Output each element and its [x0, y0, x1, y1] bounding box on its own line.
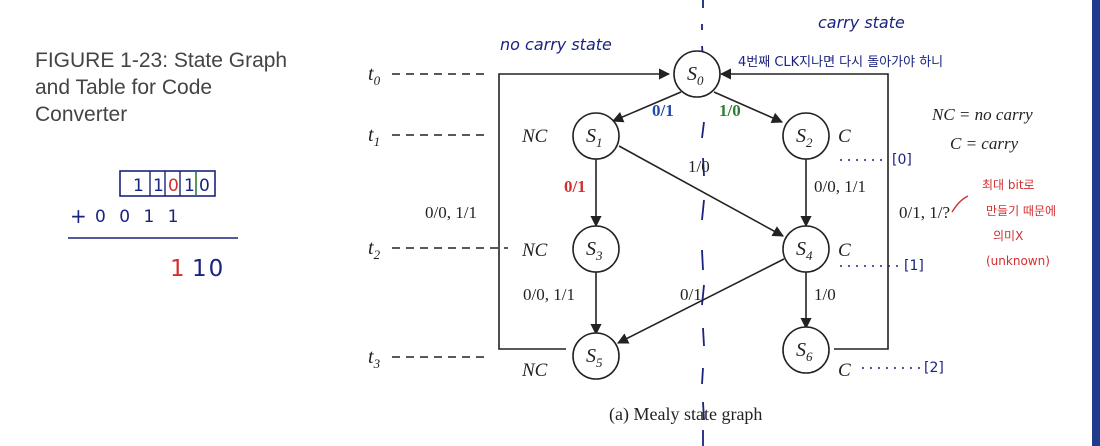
time-labels: t0 t1 t2 t3 — [368, 63, 508, 371]
divider-line — [701, 0, 705, 446]
edge-s5-s0 — [498, 68, 671, 350]
edge-s0-s1 — [611, 91, 682, 123]
edge-label-s5-s0: 0/0, 1/1 — [425, 203, 477, 222]
note-korean-right-2: 만들기 때문에 — [986, 204, 1056, 218]
state-label-s3: S3 — [586, 238, 603, 263]
note-korean-right-3: 의미X — [993, 229, 1023, 243]
state-label-s5: S5 — [586, 345, 603, 370]
edge-label-s4-s5: 0/1 — [680, 285, 702, 304]
state-label-s2: S2 — [796, 125, 813, 150]
note-korean-right-1: 최대 bit로 — [982, 178, 1035, 192]
edge-labels: 0/1 1/0 0/1 1/0 0/0, 1/1 0/0, 1/1 0/1 1/… — [425, 101, 950, 304]
state-nodes — [572, 50, 830, 380]
edge-s4-s5 — [617, 258, 785, 344]
edge-label-s2-s4: 0/0, 1/1 — [814, 177, 866, 196]
time-label-t1: t1 — [368, 124, 380, 149]
edge-label-s0-s1: 0/1 — [652, 101, 674, 120]
edge-label-s3-s5: 0/0, 1/1 — [523, 285, 575, 304]
state-tag-s3: NC — [521, 240, 548, 261]
legend-carry: C = carry — [950, 134, 1019, 153]
state-tags: NC C NC C NC C — [521, 126, 851, 381]
sum-result-bits: 10 — [192, 256, 225, 282]
edge-label-s0-s2: 1/0 — [719, 101, 741, 120]
edge-label-s1-s3: 0/1 — [564, 177, 586, 196]
sum-top-digit-1: 1 — [133, 176, 144, 196]
window-edge — [1092, 0, 1100, 446]
edge-label-s4-s6: 1/0 — [814, 285, 836, 304]
note-no-carry-state: no carry state — [500, 35, 612, 54]
bracket-1: [1] — [904, 258, 924, 274]
sum-top-digit-4: 1 — [184, 176, 195, 196]
state-s1 — [572, 112, 620, 160]
note-carry-state: carry state — [818, 13, 905, 32]
sum-box — [119, 170, 216, 197]
figure-title: FIGURE 1-23: State Graph and Table for C… — [35, 47, 335, 128]
edge-label-s6-s0: 0/1, 1/? — [899, 203, 950, 222]
note-korean-top: 4번째 CLK지나면 다시 돌아가야 하니 — [738, 55, 943, 70]
bracket-2: [2] — [924, 360, 944, 376]
time-label-t3: t3 — [368, 346, 381, 371]
handwritten-addition: 1 1 0 1 0 + 0 0 1 1 1 10 — [68, 170, 238, 282]
sum-top-digit-5: 0 — [199, 176, 210, 196]
edge-s1-s4 — [618, 145, 784, 237]
state-labels: S0 S1 S2 S3 S4 S5 S6 — [586, 63, 813, 370]
state-s5 — [572, 332, 620, 380]
state-tag-s5: NC — [521, 360, 548, 381]
state-label-s4: S4 — [796, 238, 813, 263]
figure-title-line-1: FIGURE 1-23: State Graph — [35, 49, 288, 72]
edge-s6-s0 — [719, 68, 889, 350]
bracket-0: [0] — [892, 152, 912, 168]
edges — [498, 68, 889, 350]
sum-result-carry: 1 — [170, 256, 185, 282]
sum-plus-sign: + — [70, 204, 87, 228]
state-label-s1: S1 — [586, 125, 603, 150]
state-s3 — [572, 225, 620, 273]
state-s0 — [673, 50, 721, 98]
state-s4 — [782, 225, 830, 273]
figure-title-line-3: Converter — [35, 103, 128, 126]
state-label-s0: S0 — [687, 63, 704, 88]
state-label-s6: S6 — [796, 339, 813, 364]
note-korean-right-4: (unknown) — [986, 254, 1050, 268]
legend-no-carry: NC = no carry — [931, 105, 1033, 124]
state-tag-s4: C — [838, 240, 851, 261]
sum-addend: 0 0 1 1 — [95, 207, 182, 227]
sum-top-digit-2: 1 — [153, 176, 164, 196]
figure-title-line-2: and Table for Code — [35, 76, 213, 99]
state-s6 — [782, 326, 830, 374]
handwritten-notes: no carry state carry state 4번째 CLK지나면 다시… — [500, 13, 1056, 376]
state-tag-s6: C — [838, 360, 851, 381]
time-label-t2: t2 — [368, 237, 381, 262]
state-tag-s2: C — [838, 126, 851, 147]
time-label-t0: t0 — [368, 63, 381, 88]
sum-top-digit-3: 0 — [168, 176, 179, 196]
state-tag-s1: NC — [521, 126, 548, 147]
edge-s0-s2 — [713, 91, 784, 124]
edge-label-s1-s4: 1/0 — [688, 157, 710, 176]
note-arrow — [951, 195, 969, 213]
legend: NC = no carry C = carry — [931, 105, 1033, 153]
state-s2 — [782, 112, 830, 160]
figure-caption: (a) Mealy state graph — [609, 404, 762, 425]
